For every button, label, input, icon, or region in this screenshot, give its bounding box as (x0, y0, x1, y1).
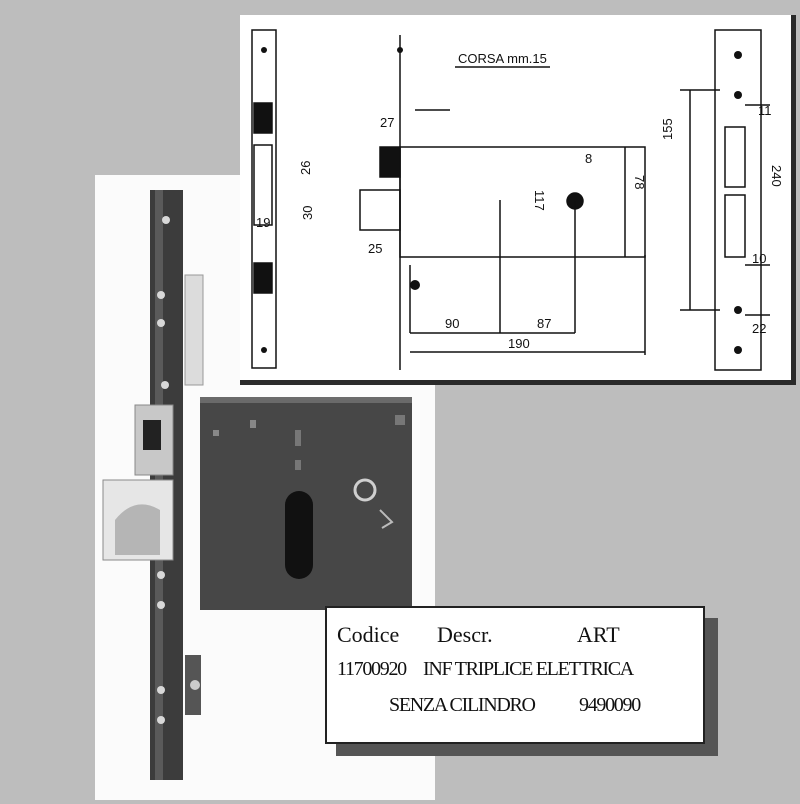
left-faceplate (251, 29, 277, 369)
header-descr: Descr. (437, 622, 493, 647)
dim-87: 87 (537, 316, 551, 331)
cylinder-hole (285, 491, 313, 579)
dim-26: 26 (298, 161, 313, 175)
dim-117: 117 (532, 190, 547, 211)
lock-photo (102, 190, 412, 780)
dim-10: 10 (752, 251, 766, 266)
dim-78: 78 (632, 175, 647, 189)
technical-drawing: CORSA mm.15 27 26 30 25 19 117 8 78 90 8… (251, 29, 784, 371)
corsa-label: CORSA mm.15 (458, 51, 547, 66)
header-art: ART (577, 622, 620, 647)
dim-240: 240 (769, 165, 784, 187)
dim-22: 22 (752, 321, 766, 336)
product-desc-line2: SENZA CILINDRO (389, 694, 536, 716)
technical-drawing-panel: CORSA mm.15 27 26 30 25 19 117 8 78 90 8… (240, 15, 796, 385)
dim-19: 19 (256, 215, 270, 230)
lock-box-outline (399, 146, 646, 258)
dim-30: 30 (300, 206, 315, 220)
dim-27: 27 (380, 115, 394, 130)
dim-190: 190 (508, 336, 530, 351)
top-rod (184, 274, 204, 386)
dim-8: 8 (585, 151, 592, 166)
product-info-box: Codice Descr. ART 11700920 INF TRIPLICE … (325, 606, 705, 744)
product-code: 11700920 (337, 658, 407, 680)
dim-90: 90 (445, 316, 459, 331)
strike-plate (714, 29, 762, 371)
product-art: 9490090 (579, 694, 641, 716)
product-desc-line1: INF TRIPLICE ELETTRICA (423, 658, 634, 680)
header-codice: Codice (337, 622, 400, 647)
dim-155: 155 (660, 118, 675, 140)
spindle (353, 478, 377, 502)
dim-25: 25 (368, 241, 382, 256)
dim-11: 11 (758, 103, 772, 118)
